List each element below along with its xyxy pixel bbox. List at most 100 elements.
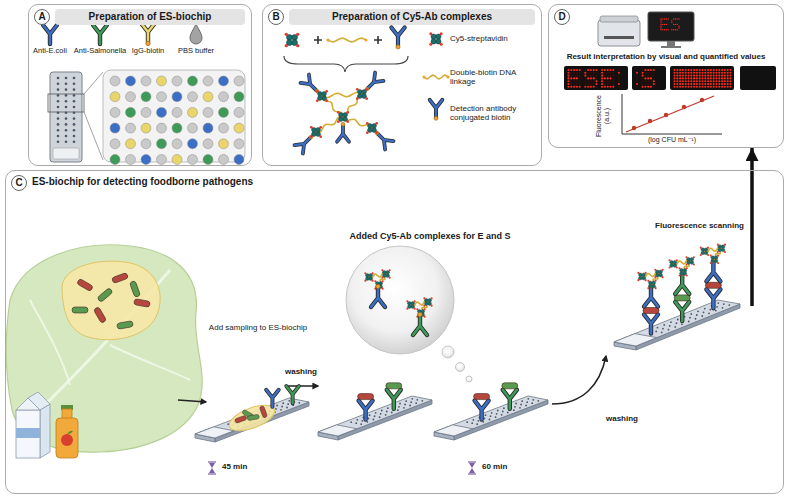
led-dot	[727, 75, 729, 77]
antibody-outline	[294, 134, 314, 154]
streptavidin-icon	[717, 244, 726, 253]
led-dot	[612, 77, 614, 79]
arrow	[286, 385, 318, 387]
dna-linkage	[379, 274, 386, 285]
led-dot	[713, 72, 715, 74]
antibody-body	[706, 262, 720, 281]
bacterium	[643, 308, 659, 314]
array-zoom	[103, 70, 245, 162]
array-spot	[373, 419, 375, 421]
array-spot	[526, 401, 528, 403]
led-dot	[644, 69, 646, 71]
antibody-icon	[706, 259, 720, 282]
cy5-dot	[346, 111, 349, 114]
panel-letter: C	[15, 177, 22, 189]
cy5-dot	[372, 272, 374, 274]
streptavidin-icon	[364, 272, 373, 281]
led-dot	[604, 72, 606, 74]
legend-item: Detection antibody conjugated biotin	[450, 104, 536, 122]
led-dot	[587, 80, 589, 82]
led-dot	[727, 69, 729, 71]
cy5-dot	[662, 269, 664, 271]
cy5-dot	[319, 126, 322, 129]
led-dot	[673, 24, 674, 25]
cy5-dot	[319, 135, 322, 138]
led-dot	[727, 86, 729, 88]
array-spot	[655, 331, 657, 333]
chip-edge	[636, 304, 740, 350]
cy5-dot	[381, 277, 383, 279]
led-dot	[668, 18, 669, 19]
panel-letter: B	[272, 11, 279, 23]
streptavidin-icon	[316, 90, 328, 102]
array-spot	[703, 311, 705, 313]
led-dot	[713, 75, 715, 77]
biotin-dot	[434, 116, 438, 120]
annotation-label: (log CFU mL⁻¹)	[648, 136, 696, 144]
array-spot	[57, 135, 60, 138]
array-spot	[172, 123, 182, 133]
streptavidin-icon	[374, 280, 383, 289]
led-dot	[601, 80, 603, 82]
chip-label-area	[195, 427, 234, 438]
streptavidin-icon	[356, 88, 368, 100]
cy5-dot	[346, 120, 349, 123]
led-dot	[618, 72, 620, 74]
led-dot	[593, 77, 595, 79]
array-spot	[73, 100, 76, 103]
bacterium	[97, 288, 113, 303]
streptavidin-icon	[637, 272, 646, 281]
cy5-dot	[654, 269, 656, 271]
antibody-icon	[706, 289, 720, 308]
led-dot	[724, 77, 726, 79]
biotin-dot	[341, 122, 345, 126]
array-spot	[409, 405, 411, 407]
led-dot	[687, 86, 689, 88]
led-dot	[587, 72, 589, 74]
bacterium	[129, 280, 140, 297]
data-point	[664, 113, 668, 117]
led-dot	[607, 69, 609, 71]
antibody-outline	[706, 262, 720, 281]
array-spot	[287, 403, 289, 405]
data-point	[700, 98, 704, 102]
led-dot	[693, 77, 695, 79]
led-dot	[587, 75, 589, 77]
led-dot	[587, 69, 589, 71]
led-dot	[576, 80, 578, 82]
led-dot	[573, 72, 575, 74]
axis-label: Fluorescence (a.u.)	[595, 90, 611, 142]
led-dots	[636, 69, 655, 88]
legend-text: Detection antibody conjugated biotin	[450, 104, 536, 122]
fit-line	[626, 96, 714, 132]
led-dot	[573, 75, 575, 77]
cy5-dot	[365, 88, 368, 91]
antibody-icon	[675, 302, 689, 321]
slide-spots	[57, 77, 76, 143]
led-dot	[604, 83, 606, 85]
array-spot	[157, 155, 167, 165]
led-dot	[678, 27, 679, 28]
array-spot	[355, 422, 357, 424]
streptavidin-icon	[700, 247, 709, 256]
led-dot	[693, 83, 695, 85]
streptavidin-icon	[381, 269, 390, 278]
dna-linkage	[714, 248, 721, 259]
antibody-body	[430, 100, 443, 117]
array-spot	[379, 416, 381, 418]
led-dot	[664, 29, 665, 30]
led-dot	[676, 75, 678, 77]
led-dot	[690, 77, 692, 79]
array-spot	[280, 409, 282, 411]
antibody-icon	[503, 390, 517, 409]
antibody-icon	[430, 100, 443, 120]
led-dot	[604, 77, 606, 79]
cy5-dot	[717, 255, 719, 257]
array-spot	[391, 412, 393, 414]
array-spot	[704, 308, 706, 310]
led-dot	[721, 80, 723, 82]
led-dot	[664, 24, 665, 25]
cy5-dot	[406, 300, 408, 302]
